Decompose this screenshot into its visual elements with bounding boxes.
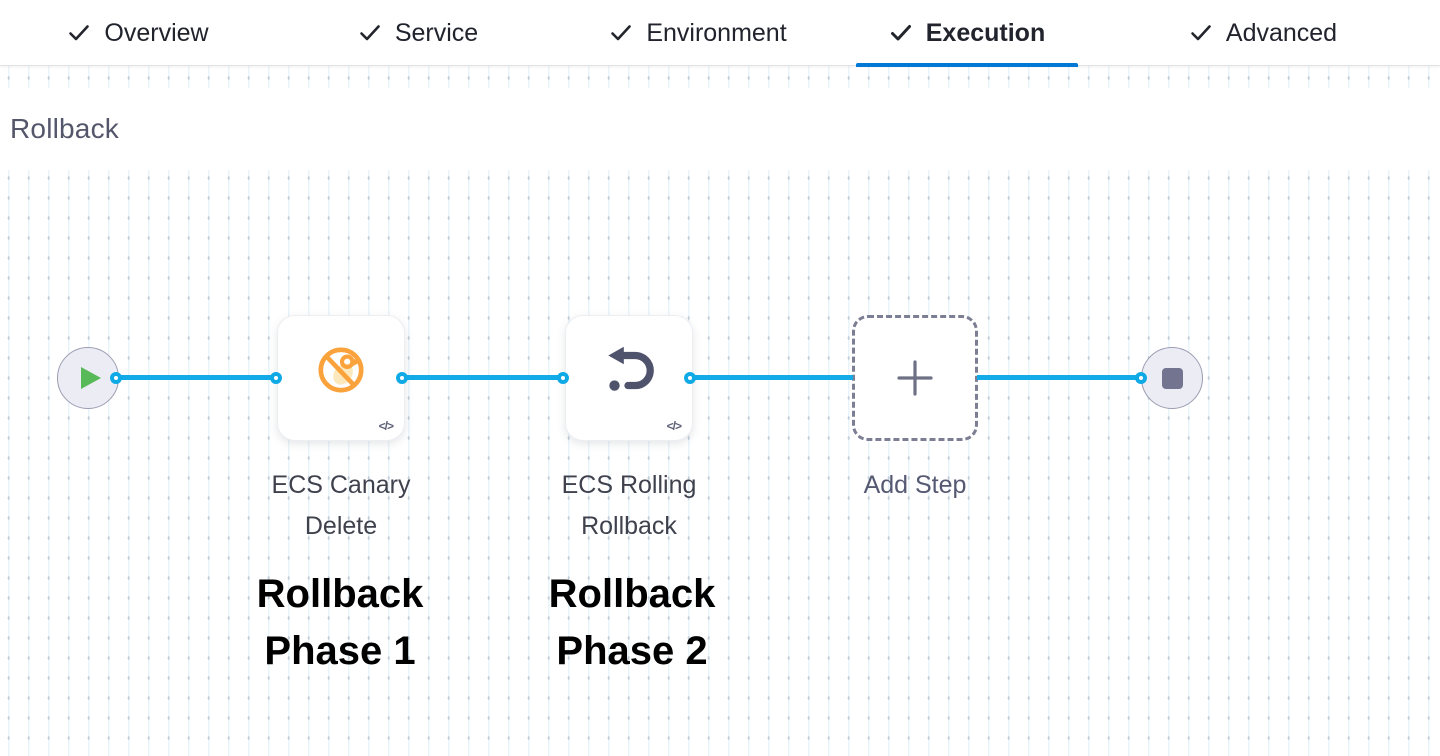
tab-environment[interactable]: Environment — [575, 0, 821, 66]
annotation-rollback-phase-1: Rollback Phase 1 — [190, 566, 490, 680]
step-label-ecs-canary-delete: ECS Canary Delete — [231, 465, 451, 547]
step-label-ecs-rolling-rollback: ECS Rolling Rollback — [519, 465, 739, 547]
play-icon — [81, 367, 101, 389]
plus-icon — [897, 360, 933, 396]
step-label-line: Delete — [304, 512, 378, 540]
check-icon — [611, 25, 632, 41]
check-icon — [1191, 25, 1211, 41]
tab-overview[interactable]: Overview — [38, 0, 238, 66]
start-node[interactable] — [57, 347, 119, 409]
wire-start-to-step1 — [116, 375, 276, 380]
code-icon[interactable]: </> — [378, 419, 394, 433]
rolling-rollback-icon — [608, 346, 654, 391]
execution-canvas[interactable]: Rollback </> — [0, 66, 1440, 756]
end-node[interactable] — [1141, 347, 1203, 409]
stop-icon — [1161, 367, 1183, 389]
tab-label: Overview — [104, 18, 209, 47]
annotation-line: Phase 2 — [556, 629, 708, 673]
tab-advanced[interactable]: Advanced — [1158, 0, 1368, 66]
connector-port[interactable] — [1135, 372, 1147, 384]
wire-step1-to-step2 — [402, 375, 563, 380]
connector-port[interactable] — [270, 372, 282, 384]
check-icon — [890, 25, 911, 41]
wire-addstep-to-end — [977, 375, 1141, 380]
tab-execution[interactable]: Execution — [856, 0, 1078, 67]
connector-port[interactable] — [110, 372, 122, 384]
connector-port[interactable] — [557, 372, 569, 384]
annotation-rollback-phase-2: Rollback Phase 2 — [482, 566, 782, 680]
tab-label: Environment — [646, 18, 787, 47]
annotation-line: Rollback — [256, 572, 424, 616]
code-icon[interactable]: </> — [666, 419, 682, 433]
section-title: Rollback — [10, 113, 119, 144]
connector-port[interactable] — [396, 372, 408, 384]
stage-section-header: Rollback — [0, 88, 1440, 170]
step-node-ecs-rolling-rollback[interactable]: </> — [565, 315, 693, 441]
add-step-label[interactable]: Add Step — [863, 471, 967, 499]
wire-step2-to-addstep — [690, 375, 853, 380]
tab-service[interactable]: Service — [330, 0, 506, 66]
stage-tab-bar: Overview Service Environment Execution A… — [0, 0, 1440, 67]
connector-port[interactable] — [684, 372, 696, 384]
add-step-button[interactable] — [852, 315, 978, 441]
canary-delete-icon — [318, 347, 364, 393]
check-icon — [69, 25, 90, 41]
step-label-line: ECS Canary — [271, 471, 411, 499]
check-icon — [360, 25, 380, 41]
step-node-ecs-canary-delete[interactable]: </> — [277, 315, 405, 441]
annotation-line: Phase 1 — [264, 629, 416, 673]
step-label-line: ECS Rolling — [561, 471, 697, 499]
tab-label: Advanced — [1225, 18, 1338, 47]
step-label-line: Rollback — [581, 512, 677, 540]
tab-label: Execution — [925, 18, 1046, 47]
tab-label: Service — [394, 18, 479, 47]
annotation-line: Rollback — [548, 572, 716, 616]
